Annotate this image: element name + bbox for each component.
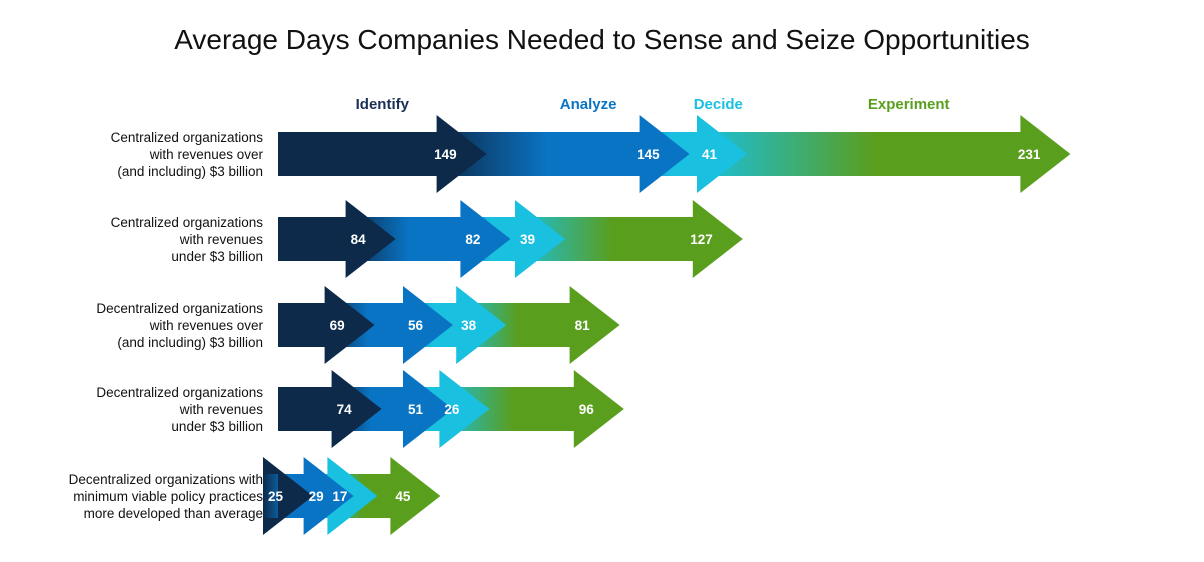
arrow-experiment bbox=[697, 115, 1071, 193]
arrow-experiment bbox=[515, 200, 743, 278]
value-label-experiment: 45 bbox=[395, 489, 411, 504]
legend-identify: Identify bbox=[356, 96, 410, 113]
arrow-decide bbox=[639, 115, 747, 193]
chart-title: Average Days Companies Needed to Sense a… bbox=[174, 24, 1030, 55]
arrow-analyze bbox=[436, 115, 690, 193]
arrow-identify bbox=[278, 115, 487, 193]
legend-decide: Decide bbox=[694, 96, 743, 113]
arrow-row: 69 56 38 81 bbox=[278, 286, 620, 364]
arrow-row: 74 51 26 96 bbox=[278, 370, 624, 448]
value-label-analyze: 56 bbox=[408, 318, 424, 333]
arrow-row: 149 145 41 231 bbox=[278, 115, 1071, 193]
value-label-identify: 149 bbox=[434, 147, 457, 162]
value-label-decide: 17 bbox=[332, 489, 347, 504]
arrow-bars: 149 145 41 231 84 82 39 127 69 56 38 81 74 51 26 96 25 29… bbox=[263, 115, 1071, 535]
arrow-identify bbox=[278, 200, 396, 278]
arrow-analyze bbox=[331, 370, 453, 448]
arrow-row: 25 29 17 45 bbox=[263, 457, 441, 535]
value-label-decide: 39 bbox=[520, 232, 535, 247]
arrow-row: 84 82 39 127 bbox=[278, 200, 743, 278]
value-label-identify: 74 bbox=[337, 402, 353, 417]
arrow-identify bbox=[263, 457, 313, 535]
arrow-analyze bbox=[345, 200, 511, 278]
arrow-experiment bbox=[439, 370, 624, 448]
legend-experiment: Experiment bbox=[868, 96, 950, 113]
value-label-analyze: 51 bbox=[408, 402, 424, 417]
value-label-identify: 25 bbox=[268, 489, 284, 504]
legend-analyze: Analyze bbox=[560, 96, 617, 113]
value-label-decide: 41 bbox=[702, 147, 718, 162]
arrow-decide bbox=[460, 200, 565, 278]
value-label-decide: 26 bbox=[444, 402, 460, 417]
value-label-experiment: 81 bbox=[575, 318, 591, 333]
arrow-experiment bbox=[456, 286, 620, 364]
arrow-identify bbox=[278, 370, 382, 448]
value-label-experiment: 127 bbox=[690, 232, 713, 247]
arrow-identify bbox=[278, 286, 375, 364]
value-label-analyze: 145 bbox=[637, 147, 660, 162]
value-label-analyze: 82 bbox=[465, 232, 480, 247]
value-label-analyze: 29 bbox=[309, 489, 324, 504]
arrow-experiment bbox=[327, 457, 441, 535]
arrow-analyze bbox=[324, 286, 453, 364]
arrow-decide bbox=[403, 286, 507, 364]
value-label-decide: 38 bbox=[461, 318, 477, 333]
value-label-identify: 84 bbox=[351, 232, 367, 247]
value-label-experiment: 96 bbox=[579, 402, 595, 417]
value-label-identify: 69 bbox=[330, 318, 345, 333]
value-label-experiment: 231 bbox=[1018, 147, 1041, 162]
legend: Identify Analyze Decide Experiment bbox=[356, 96, 950, 113]
